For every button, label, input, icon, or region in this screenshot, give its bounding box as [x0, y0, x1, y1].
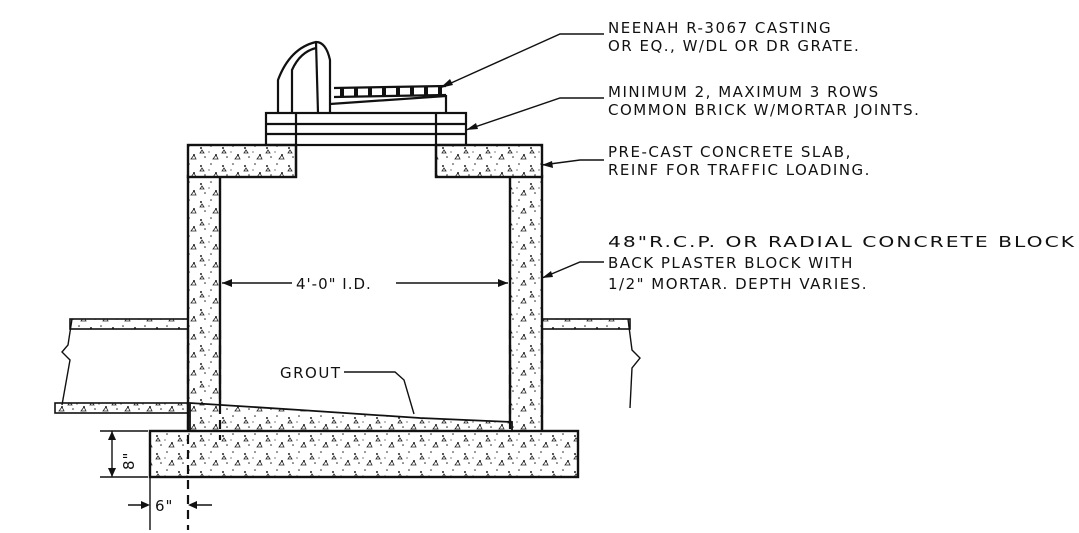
grout-label: GROUT — [280, 364, 342, 382]
wall-note-line1: 48"R.C.P. OR RADIAL CONCRETE BLOCK — [608, 233, 1076, 251]
base-thickness-label: 8" — [120, 452, 138, 470]
slab-leader — [541, 159, 604, 168]
base-projection-label: 6" — [155, 497, 173, 515]
wall-note-line3: 1/2" MORTAR. DEPTH VARIES. — [608, 275, 868, 293]
precast-slab-right — [434, 143, 544, 179]
inside-diameter-dimension: 4'-0" I.D. — [222, 275, 508, 293]
casting-note-line2: OR EQ., W/DL OR DR GRATE. — [608, 37, 860, 55]
base-projection-dimension: 6" — [128, 478, 212, 530]
manhole-wall-left — [186, 174, 222, 434]
slab-note-line1: PRE-CAST CONCRETE SLAB, — [608, 143, 852, 161]
grate — [333, 84, 447, 99]
slab-note-line2: REINF FOR TRAFFIC LOADING. — [608, 161, 871, 179]
brick-leader — [465, 97, 604, 131]
grout-callout: GROUT — [280, 364, 415, 415]
casting-note-line1: NEENAH R-3067 CASTING — [608, 19, 832, 37]
grout-bench — [189, 402, 513, 433]
casting-frame — [276, 40, 448, 114]
inside-diameter-label: 4'-0" I.D. — [296, 275, 372, 293]
brick-note-line1: MINIMUM 2, MAXIMUM 3 ROWS — [608, 83, 880, 101]
manhole-wall-right — [508, 174, 544, 434]
brick-note-line2: COMMON BRICK W/MORTAR JOINTS. — [608, 101, 920, 119]
pipe-left — [54, 318, 191, 414]
casting-leader — [439, 33, 604, 89]
brick-courses — [264, 111, 468, 177]
base-slab — [148, 429, 580, 479]
precast-slab-left — [186, 143, 298, 179]
base-thickness-dimension: 8" — [100, 430, 148, 478]
wall-note-line2: BACK PLASTER BLOCK WITH — [608, 254, 854, 272]
wall-leader — [541, 261, 604, 279]
